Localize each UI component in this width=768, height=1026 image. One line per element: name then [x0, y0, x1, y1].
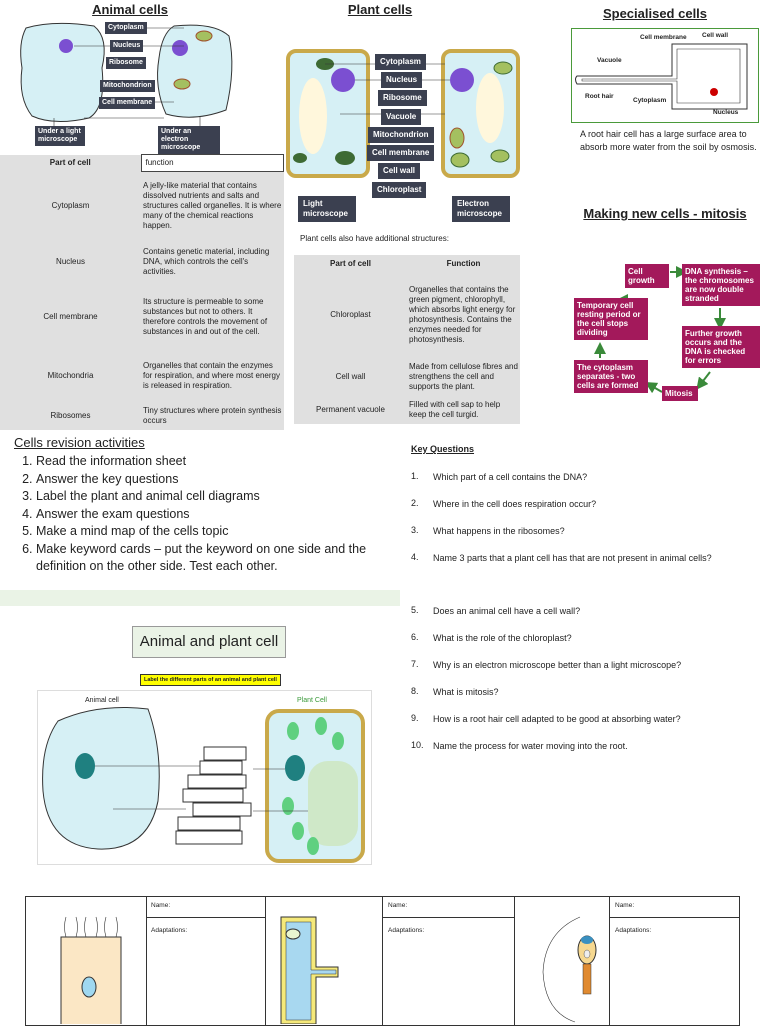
label-cell-membrane: Cell membrane — [640, 34, 687, 41]
revision-list: Read the information sheet Answer the ke… — [14, 453, 394, 576]
worksheet-title: Animal and plant cell — [132, 626, 286, 658]
root-hair-cell-drawing — [280, 916, 339, 1024]
adaptation-card: Name: Adaptations: — [514, 896, 740, 1026]
animal-label-nucleus: Nucleus — [110, 40, 144, 52]
list-item: Answer the exam questions — [36, 506, 394, 524]
table-cell: Cell wall — [294, 358, 407, 396]
mitosis-step-further: Further growth occurs and the DNA is che… — [682, 326, 760, 368]
label-cell-wall: Cell wall — [702, 32, 729, 39]
card-name-label: Name: — [615, 902, 635, 909]
list-item: Label the plant and animal cell diagrams — [36, 488, 394, 506]
plant-label-nucleus: Nucleus — [381, 72, 423, 88]
worksheet-diagram — [37, 690, 372, 865]
table-header: Part of cell — [0, 154, 141, 172]
table-cell: Permanent vacuole — [294, 396, 407, 424]
worksheet-cell-drawing — [42, 707, 365, 863]
mitosis-step-separates: The cytoplasm separates - two cells are … — [574, 360, 648, 393]
plant-label-chloroplast: Chloroplast — [372, 182, 427, 198]
plant-label-cell-membrane: Cell membrane — [367, 145, 435, 161]
animal-label-mitochondrion: Mitochondrion — [100, 80, 155, 92]
plant-cells-title: Plant cells — [347, 2, 413, 17]
table-cell: Contains genetic material, including DNA… — [141, 239, 284, 285]
worksheet-instruction: Label the different parts of an animal a… — [140, 674, 281, 686]
table-cell: Organelles that contains the green pigme… — [407, 272, 520, 358]
label-root-hair: Root hair — [585, 93, 614, 100]
table-cell: Its structure is permeable to some subst… — [141, 284, 284, 350]
plant-light-label: Light microscope — [298, 196, 356, 222]
animal-electron-label: Under an electron microscope — [158, 126, 220, 154]
list-item: Answer the key questions — [36, 471, 394, 489]
mitosis-step-growth: Cell growth — [625, 264, 669, 288]
root-hair-cell-drawing — [575, 43, 748, 110]
mitosis-title: Making new cells - mitosis — [583, 206, 747, 221]
sperm-cell-drawing — [542, 916, 597, 1023]
label-cytoplasm: Cytoplasm — [633, 97, 667, 104]
root-hair-description: A root hair cell has a large surface are… — [580, 129, 757, 152]
plant-label-mitochondrion: Mitochondrion — [368, 127, 434, 143]
table-header: Function — [407, 255, 520, 272]
table-cell: Cell membrane — [0, 284, 141, 350]
adaptation-card: Name: Adaptations: — [265, 896, 515, 1026]
plant-label-ribosome: Ribosome — [378, 90, 427, 106]
table-cell: Made from cellulose fibres and strengthe… — [407, 358, 520, 396]
card-adaptations-label: Adaptations: — [388, 927, 425, 934]
mitosis-step-dna: DNA synthesis – the chromosomes are now … — [682, 264, 760, 306]
label-vacuole: Vacuole — [597, 57, 622, 64]
plant-cell-diagram — [286, 49, 520, 178]
ciliated-cell-drawing — [60, 916, 122, 1024]
list-item: Make keyword cards – put the keyword on … — [36, 541, 394, 576]
label-nucleus: Nucleus — [713, 109, 739, 116]
table-cell: Mitochondria — [0, 349, 141, 402]
animal-label-cytoplasm: Cytoplasm — [105, 22, 147, 34]
adaptation-card: Name: Adaptations: — [25, 896, 266, 1026]
table-cell: Cytoplasm — [0, 171, 141, 240]
table-cell: Nucleus — [0, 239, 141, 285]
revision-title: Cells revision activities — [14, 435, 145, 450]
mitosis-step-resting: Temporary cell resting period or the cel… — [574, 298, 648, 340]
plant-additional-text: Plant cells also have additional structu… — [300, 234, 449, 243]
card-adaptations-label: Adaptations: — [615, 927, 652, 934]
plant-label-cell-wall: Cell wall — [378, 163, 421, 179]
root-hair-diagram-frame — [571, 28, 759, 123]
worksheet-animal-label: Animal cell — [85, 697, 119, 704]
section-divider — [0, 590, 400, 606]
card-adaptations-label: Adaptations: — [151, 927, 188, 934]
worksheet-plant-label: Plant Cell — [297, 697, 327, 704]
table-cell: Chloroplast — [294, 272, 407, 358]
animal-label-cell-membrane: Cell membrane — [99, 97, 156, 109]
table-cell: Organelles that contain the enzymes for … — [141, 349, 284, 402]
mitosis-step-mitosis: Mitosis — [662, 386, 698, 401]
table-header: Part of cell — [294, 255, 407, 272]
card-name-label: Name: — [151, 902, 171, 909]
animal-cells-title: Animal cells — [92, 2, 168, 17]
animal-cell-diagram — [20, 22, 233, 126]
card-name-label: Name: — [388, 902, 408, 909]
plant-label-vacuole: Vacuole — [381, 109, 422, 125]
key-questions-list: 1.Which part of a cell contains the DNA?… — [411, 471, 712, 751]
table-header: function — [140, 154, 284, 172]
animal-light-label: Under a light microscope — [35, 126, 85, 146]
animal-label-ribosome: Ribosome — [106, 57, 146, 69]
plant-electron-label: Electron microscope — [452, 196, 510, 222]
table-cell: Tiny structures where protein synthesis … — [141, 401, 284, 430]
plant-label-cytoplasm: Cytoplasm — [375, 54, 426, 70]
table-cell: Filled with cell sap to help keep the ce… — [407, 396, 520, 424]
table-cell: A jelly-like material that contains diss… — [141, 171, 284, 240]
specialised-cells-title: Specialised cells — [602, 6, 708, 21]
list-item: Read the information sheet — [36, 453, 394, 471]
table-cell: Ribosomes — [0, 401, 141, 430]
list-item: Make a mind map of the cells topic — [36, 523, 394, 541]
key-questions-title: Key Questions — [411, 444, 475, 454]
